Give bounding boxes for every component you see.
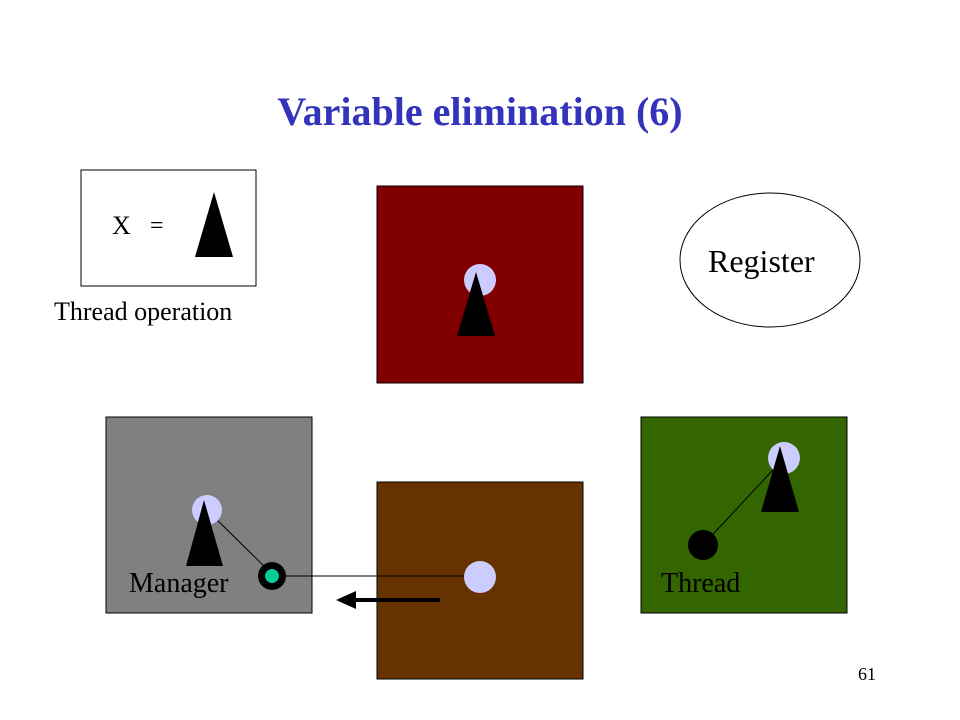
legend-box bbox=[80, 169, 257, 287]
thread-label: Thread bbox=[661, 568, 741, 599]
manager-teal-token bbox=[265, 569, 279, 583]
register-ellipse bbox=[679, 192, 861, 328]
thread-black-token bbox=[688, 530, 718, 560]
register-label: Register bbox=[708, 243, 815, 279]
legend-equals-sign: = bbox=[150, 213, 164, 239]
legend-variable-label: X bbox=[112, 211, 131, 240]
manager-label: Manager bbox=[129, 568, 229, 599]
page-number: 61 bbox=[858, 664, 876, 684]
manager-link-line bbox=[206, 509, 273, 575]
legend-thread-triangle bbox=[195, 192, 233, 257]
slide-title: Variable elimination (6) bbox=[277, 89, 683, 134]
thread-box bbox=[640, 416, 848, 614]
thread-link-line bbox=[702, 457, 785, 546]
left-arrow-head bbox=[336, 591, 356, 609]
thread-thread-triangle bbox=[761, 446, 799, 512]
manager-thread-triangle bbox=[186, 500, 223, 566]
top-box-thread-triangle bbox=[457, 272, 495, 336]
brown-box-lavender-token bbox=[464, 561, 496, 593]
legend-caption: Thread operation bbox=[54, 297, 233, 326]
